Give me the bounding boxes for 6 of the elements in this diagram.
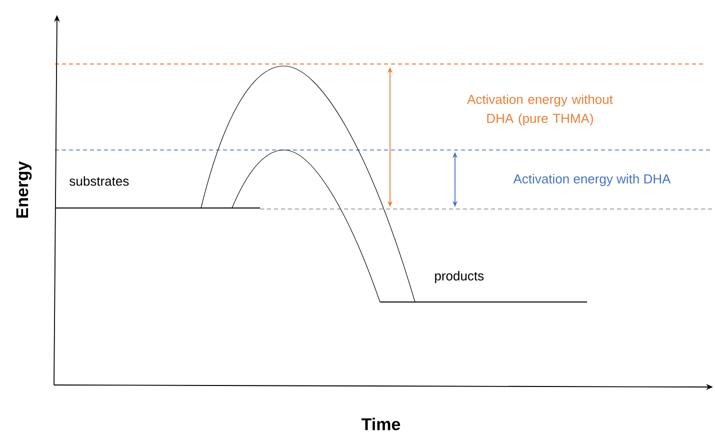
curve-label: products bbox=[435, 270, 484, 284]
annotation-text: Activation energy with DHA bbox=[513, 174, 671, 186]
axis-title: Time bbox=[362, 418, 400, 430]
axis-title: Energy bbox=[16, 161, 32, 218]
annotation-text: Activation energy without DHA (pure THMA) bbox=[467, 94, 613, 126]
curve-label: substrates bbox=[70, 176, 129, 186]
